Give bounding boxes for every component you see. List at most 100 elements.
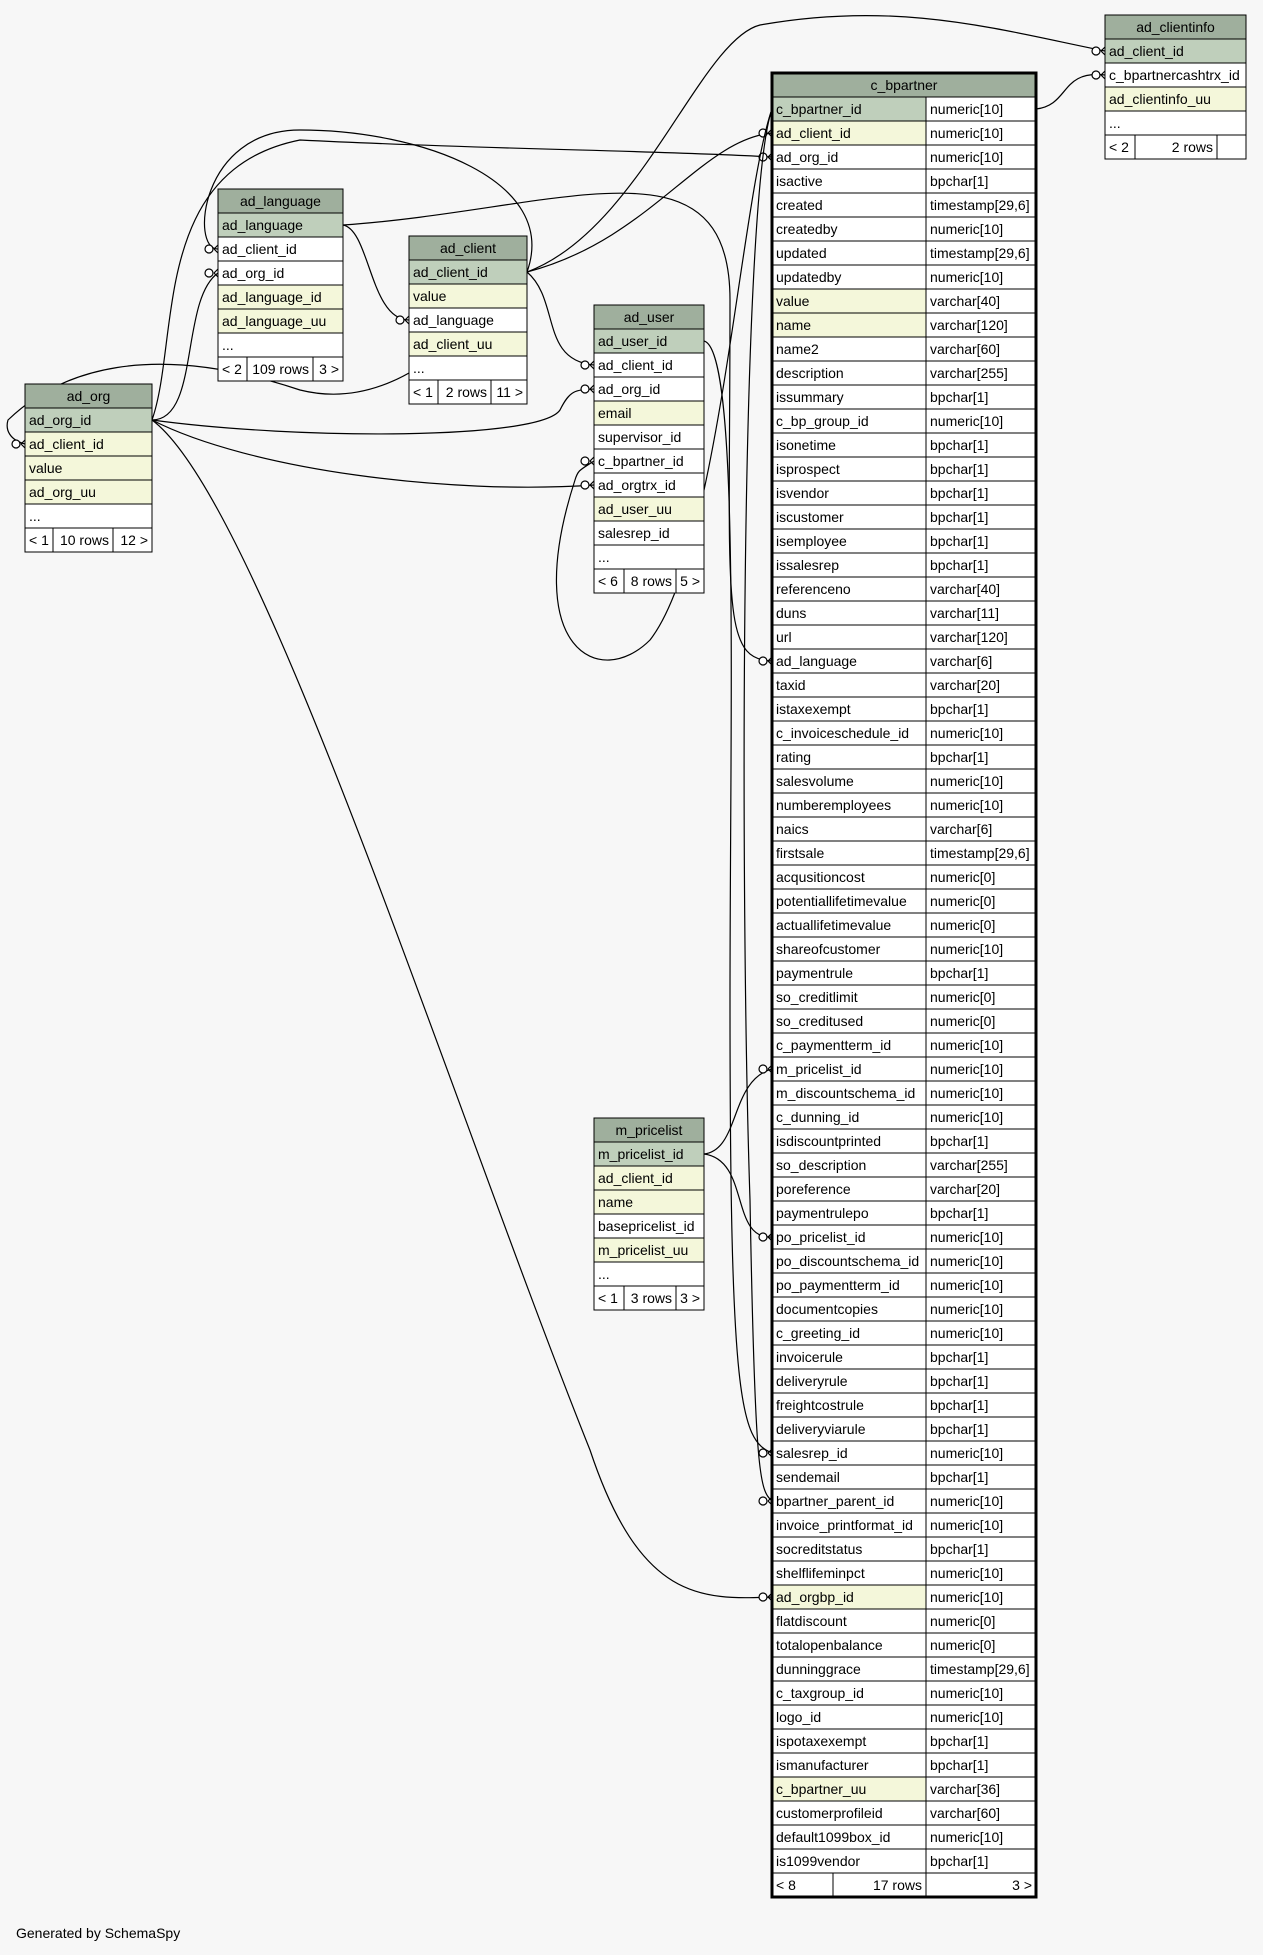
- footer-parents[interactable]: < 6: [598, 573, 618, 589]
- column-row[interactable]: ad_client_id: [408, 259, 528, 285]
- column-row[interactable]: ad_client_id: [593, 1165, 705, 1191]
- table-title[interactable]: ad_client: [440, 240, 496, 256]
- column-row[interactable]: ad_client_id: [593, 352, 705, 378]
- column-row[interactable]: name: [593, 1189, 705, 1215]
- footer-children[interactable]: 11 >: [496, 384, 523, 400]
- table-ad_user[interactable]: ad_userad_user_idad_client_idad_org_idem…: [593, 304, 705, 594]
- table-title[interactable]: ad_user: [624, 309, 675, 325]
- column-row[interactable]: supervisor_id: [593, 424, 705, 450]
- column-row[interactable]: ad_clientinfo_uu: [1104, 86, 1247, 112]
- table-ad_org[interactable]: ad_orgad_org_idad_client_idvaluead_org_u…: [24, 383, 153, 553]
- column-row[interactable]: ad_user_uu: [593, 496, 705, 522]
- column-row[interactable]: ...: [217, 332, 344, 358]
- table-title[interactable]: m_pricelist: [616, 1122, 683, 1138]
- column-row[interactable]: ad_language_uu: [217, 308, 344, 334]
- table-ad_clientinfo[interactable]: ad_clientinfo ad_client_idc_bpartnercasht…: [1104, 14, 1247, 160]
- column-row[interactable]: value: [24, 455, 153, 481]
- column-row[interactable]: ad_language: [408, 307, 528, 333]
- table-title[interactable]: ad_clientinfo: [1136, 19, 1215, 35]
- table-m_pricelist[interactable]: m_pricelistm_pricelist_idad_client_idnam…: [593, 1117, 705, 1311]
- table-ad_client[interactable]: ad_client ad_client_idvaluead_languagead_…: [408, 235, 528, 405]
- column-row[interactable]: ...: [593, 544, 705, 570]
- column-row[interactable]: c_bpartner_id: [593, 448, 705, 474]
- column-row[interactable]: ad_client_uu: [408, 331, 528, 357]
- column-row[interactable]: ad_user_id: [593, 328, 705, 354]
- footer-children[interactable]: 3 >: [319, 361, 339, 377]
- footer-children[interactable]: 3 >: [680, 1290, 700, 1306]
- footer-parents[interactable]: < 1: [29, 532, 49, 548]
- column-row[interactable]: value: [408, 283, 528, 309]
- column-row[interactable]: c_bpartnercashtrx_id: [1104, 62, 1247, 88]
- footer-parents[interactable]: < 1: [413, 384, 433, 400]
- column-row[interactable]: ad_client_id: [24, 431, 153, 457]
- footer-parents[interactable]: < 2: [1109, 139, 1129, 155]
- column-row[interactable]: ad_org_id: [593, 376, 705, 402]
- table-title[interactable]: c_bpartner: [871, 77, 938, 93]
- column-row[interactable]: ...: [408, 355, 528, 381]
- footer-children[interactable]: 12 >: [120, 532, 148, 548]
- table-title[interactable]: ad_language: [240, 193, 321, 209]
- column-row[interactable]: ad_org_uu: [24, 479, 153, 505]
- table-ad_language[interactable]: ad_languagead_languagead_client_idad_org…: [217, 188, 344, 382]
- column-row[interactable]: ad_org_id: [217, 260, 344, 286]
- footer-parents[interactable]: < 1: [598, 1290, 618, 1306]
- column-row[interactable]: ad_client_id: [1104, 38, 1247, 64]
